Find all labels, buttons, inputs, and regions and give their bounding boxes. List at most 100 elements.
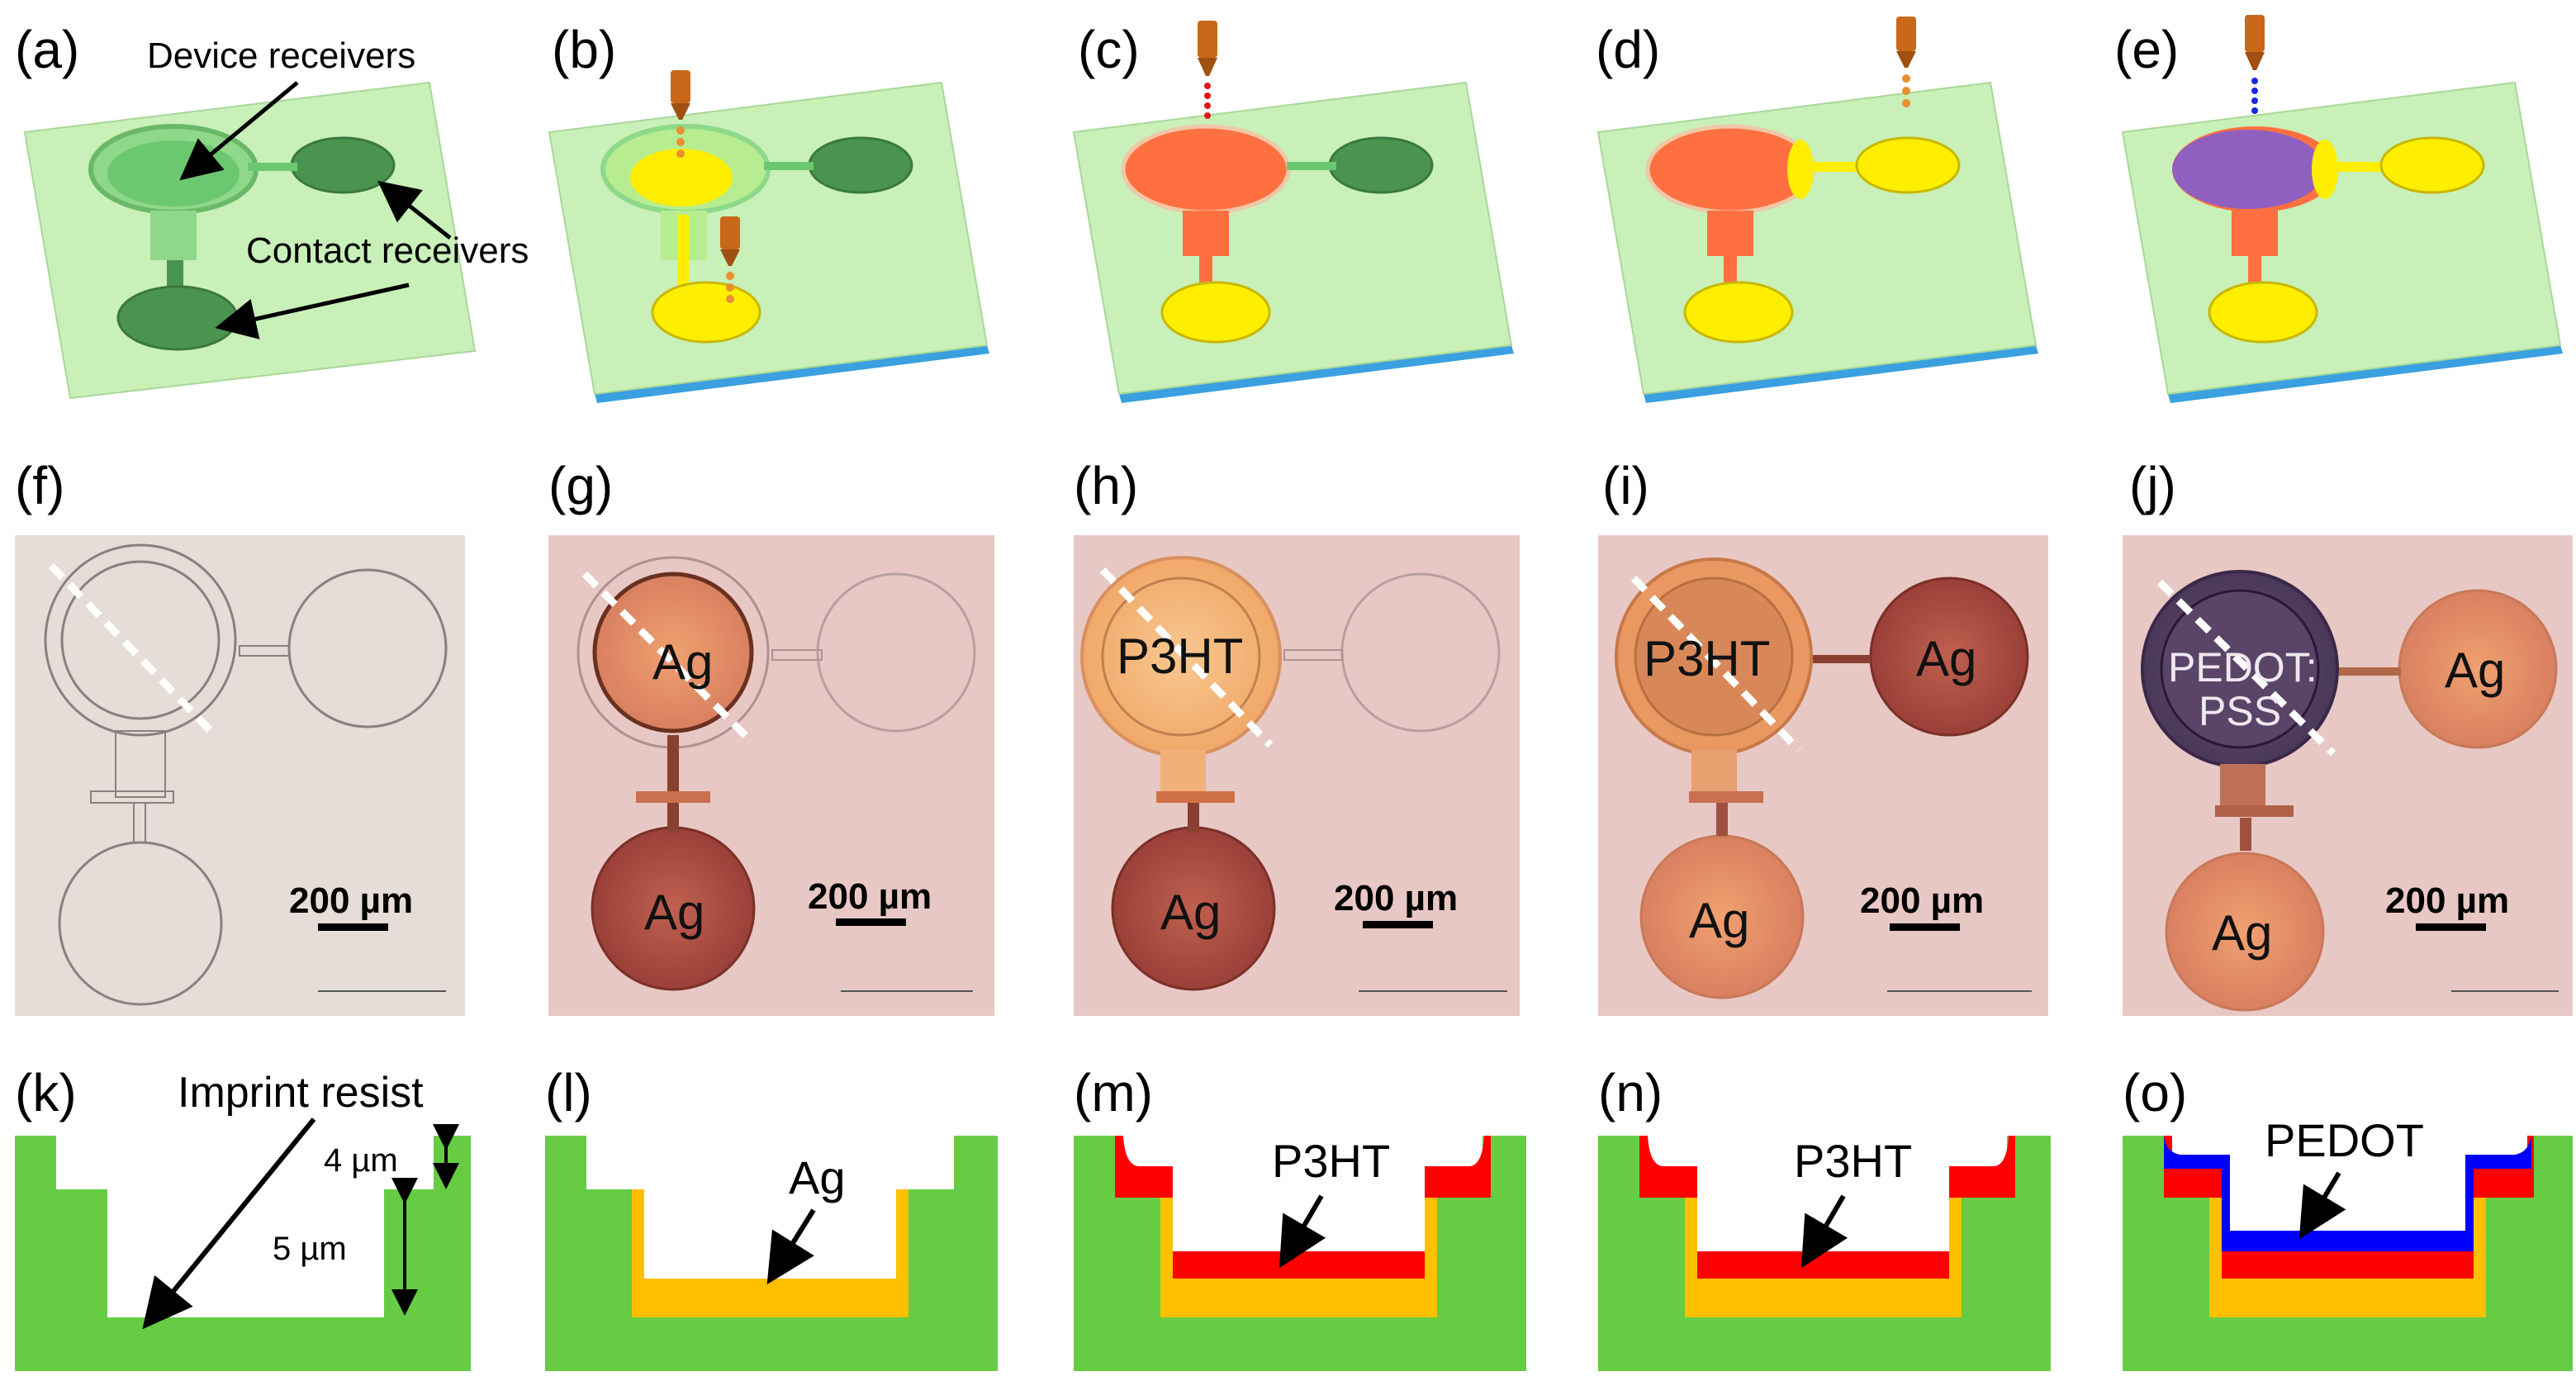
panel-c: (c) bbox=[1072, 20, 1514, 403]
inner-ring bbox=[2160, 589, 2320, 749]
panel-label-b: (b) bbox=[552, 20, 616, 79]
contact-arrow-bottom bbox=[215, 282, 410, 339]
imprint-resist bbox=[1074, 1136, 1526, 1371]
scale-bar-label: 200 µm bbox=[1334, 878, 1458, 918]
pedot-fill-device bbox=[2172, 130, 2324, 209]
ag-stem bbox=[667, 735, 679, 797]
panel-label-m: (m) bbox=[1074, 1063, 1153, 1122]
ag-label-device: Ag bbox=[652, 634, 713, 690]
ag-channel-right bbox=[2339, 667, 2401, 676]
dim-5um-label: 5 µm bbox=[273, 1231, 347, 1267]
scale-bar-label: 200 µm bbox=[2385, 880, 2509, 921]
contact-receiver-right bbox=[808, 136, 913, 194]
ag-label-right: Ag bbox=[2445, 643, 2505, 698]
imprint-resist bbox=[545, 1136, 998, 1371]
ag-channel-bottom bbox=[667, 803, 679, 832]
p3ht-stem bbox=[1183, 211, 1229, 256]
ag-layer bbox=[2209, 1189, 2486, 1317]
p3ht-stem bbox=[1707, 211, 1753, 256]
droplet bbox=[726, 272, 734, 280]
imprint-resist bbox=[2123, 1136, 2573, 1371]
ag-channel-right bbox=[1813, 162, 1867, 172]
stem bbox=[2220, 764, 2265, 809]
ag-channel-right bbox=[1813, 655, 1871, 663]
ag-label-contact: Ag bbox=[2212, 905, 2272, 961]
inner-ring bbox=[1101, 577, 1261, 737]
droplet bbox=[2251, 88, 2258, 94]
device-receiver-outer-ring bbox=[44, 543, 237, 737]
pedot-label-line2: PSS bbox=[2199, 688, 2281, 734]
ag-layer bbox=[1685, 1189, 1962, 1317]
substrate bbox=[1596, 81, 2038, 396]
contact-receiver-right bbox=[1328, 136, 1434, 194]
panel-label-c: (c) bbox=[1078, 20, 1140, 79]
nozzle-2-tip bbox=[720, 249, 740, 266]
ag-fill-device bbox=[630, 149, 733, 206]
nozzle-1 bbox=[671, 70, 690, 103]
substrate bbox=[548, 81, 989, 396]
ag-device-fill bbox=[592, 572, 754, 733]
nozzle-tip bbox=[1198, 58, 1217, 76]
panel-label-e: (e) bbox=[2114, 20, 2179, 79]
contact-channel-right bbox=[248, 163, 297, 171]
droplet bbox=[726, 295, 734, 303]
channel-right bbox=[1283, 649, 1343, 661]
ag-label-contact: Ag bbox=[1689, 893, 1749, 948]
nozzle bbox=[1198, 21, 1217, 58]
glass-substrate bbox=[2168, 345, 2563, 403]
droplet bbox=[1204, 93, 1211, 99]
row3-cross-sections: (k) Imprint resist 4 µm 5 µm (l) Ag (m) … bbox=[15, 1063, 2573, 1371]
ag-contact-bottom bbox=[1683, 281, 1794, 344]
scale-bar-label: 200 µm bbox=[1860, 880, 1984, 921]
panel-label-a: (a) bbox=[15, 20, 79, 79]
micrograph-background bbox=[15, 535, 465, 1016]
panel-label-n: (n) bbox=[1598, 1063, 1663, 1122]
droplet bbox=[1204, 112, 1211, 119]
scale-bar bbox=[2416, 923, 2486, 931]
nozzle-1-tip bbox=[671, 103, 690, 120]
scale-bar-label: 200 µm bbox=[808, 876, 932, 917]
scale-bar bbox=[318, 923, 388, 931]
ag-contact-bottom bbox=[2208, 281, 2318, 344]
cross-section-line bbox=[1099, 567, 1274, 748]
ag-contact-bottom bbox=[651, 281, 761, 344]
p3ht-label: P3HT bbox=[1272, 1135, 1390, 1187]
droplet bbox=[726, 283, 734, 292]
p3ht-label: P3HT bbox=[1794, 1135, 1912, 1187]
ag-contact-bottom bbox=[2165, 852, 2325, 1012]
droplet bbox=[1204, 83, 1211, 89]
ag-label-contact: Ag bbox=[644, 885, 704, 940]
ag-label-contact: Ag bbox=[1160, 885, 1221, 940]
panel-j: (j) PEDOT: PSS Ag Ag 200 µm bbox=[2123, 456, 2573, 1016]
p3ht-stem bbox=[2232, 211, 2278, 256]
ag-label: Ag bbox=[789, 1151, 846, 1203]
gate-bar bbox=[1156, 791, 1235, 803]
panel-h: (h) P3HT Ag 200 µm bbox=[1074, 456, 1520, 1016]
ag-contact-bottom bbox=[1160, 281, 1271, 344]
imprint-resist bbox=[15, 1136, 471, 1371]
substrate bbox=[1072, 81, 1513, 396]
droplet bbox=[1902, 99, 1910, 107]
contact-channel-right bbox=[1287, 162, 1336, 170]
pedot-label: PEDOT bbox=[2265, 1114, 2424, 1166]
droplet bbox=[2251, 97, 2258, 104]
ag-channel bbox=[677, 215, 689, 306]
cross-section-line bbox=[581, 571, 755, 745]
channel-bottom bbox=[133, 802, 146, 843]
contact-channel-right bbox=[764, 162, 814, 170]
panel-label-d: (d) bbox=[1596, 20, 1660, 79]
p3ht-arrow bbox=[1279, 1194, 1326, 1269]
dim-4um-label: 4 µm bbox=[324, 1142, 398, 1179]
ag-channel-bottom bbox=[1188, 803, 1199, 832]
panel-i: (i) P3HT Ag Ag 200 µm bbox=[1598, 456, 2048, 1016]
nozzle-tip bbox=[1896, 51, 1916, 68]
droplet bbox=[1902, 87, 1910, 95]
panel-label-h: (h) bbox=[1074, 456, 1138, 515]
row2-micrographs: (f) 200 µm (g) bbox=[15, 456, 2573, 1016]
device-receiver-inner-ring bbox=[60, 560, 221, 720]
cross-section-line bbox=[1630, 575, 1802, 753]
nozzle-2 bbox=[720, 216, 740, 249]
droplet bbox=[676, 149, 685, 158]
glass-substrate bbox=[595, 345, 989, 403]
droplet bbox=[676, 138, 685, 146]
